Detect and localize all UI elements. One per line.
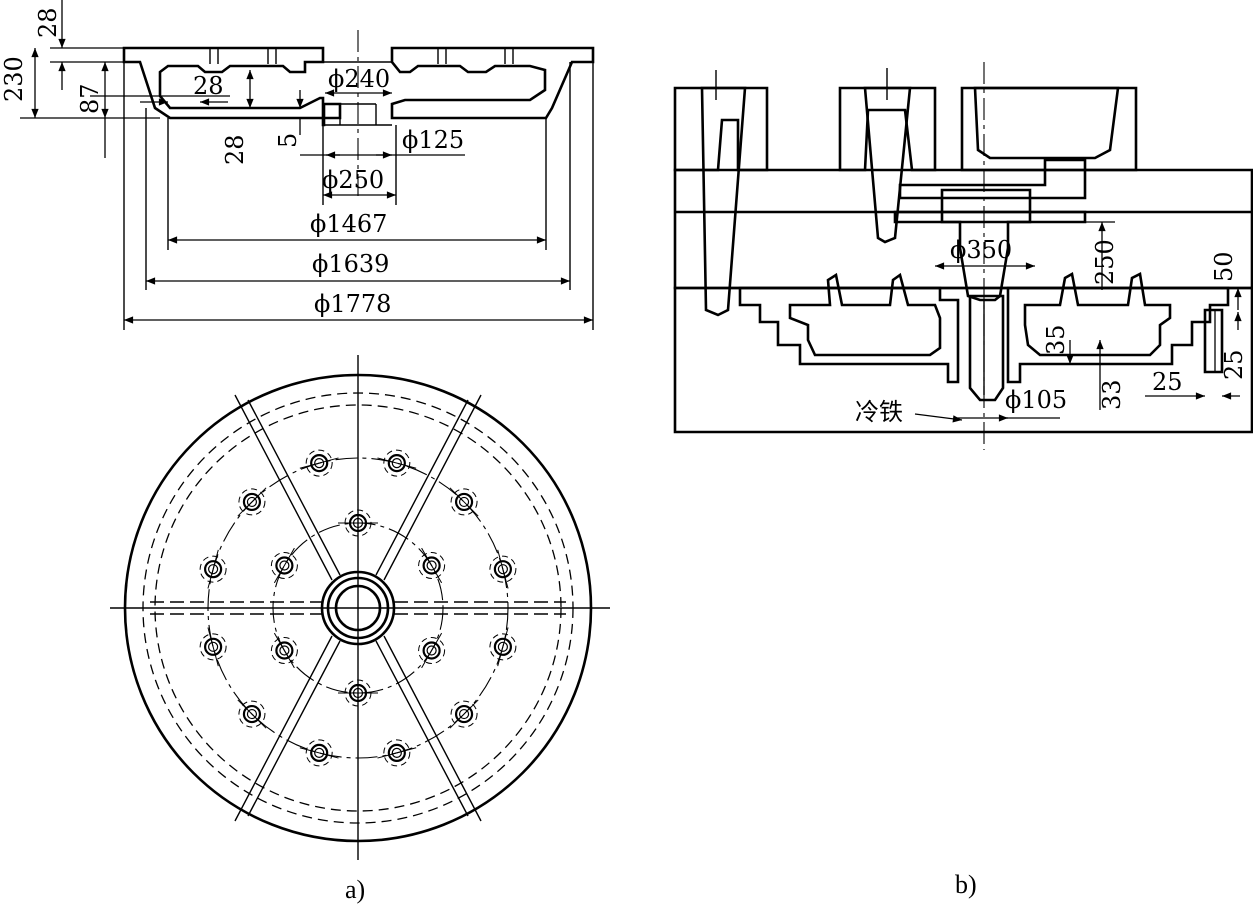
right-gate — [1203, 308, 1224, 374]
bolt-hole — [338, 679, 378, 707]
mould-cavity — [738, 286, 960, 384]
radial-ribs — [150, 394, 566, 822]
dim-phi250: ϕ250 — [322, 166, 384, 194]
central-core — [940, 188, 1032, 302]
casting-section-right — [390, 46, 595, 120]
dim-35: 35 — [1042, 324, 1070, 355]
dim-33: 33 — [1098, 379, 1126, 410]
pouring-cup-left — [673, 86, 769, 172]
casting-section-left — [122, 46, 342, 127]
mould-cavity-right — [1006, 286, 1230, 384]
top-bosses — [209, 48, 514, 64]
bolt-hole — [489, 627, 517, 667]
bolt-hole — [299, 739, 339, 767]
bolt-hole — [489, 549, 517, 589]
riser-cavity — [973, 86, 1120, 160]
dim-phi1639: ϕ1639 — [312, 250, 389, 278]
bolt-hole — [449, 699, 479, 729]
dim-230: 230 — [0, 56, 28, 102]
figure-b-mould: ϕ350 250 50 35 33 25 25 冷铁 ϕ105 — [673, 62, 1253, 450]
bolt-hole — [338, 509, 378, 537]
dim-phi1778: ϕ1778 — [314, 290, 391, 318]
inner-28-arrows — [140, 70, 304, 135]
core-right — [1023, 271, 1172, 357]
bolt-hole — [377, 739, 417, 767]
bolt-hole — [237, 487, 267, 517]
bolt-hole — [270, 547, 298, 584]
dim-25-horizontal: 25 — [1152, 368, 1183, 396]
caption-a: a) — [345, 875, 365, 904]
bolt-hole — [418, 547, 446, 584]
dim-phi1467: ϕ1467 — [310, 210, 387, 238]
dim-phi350: ϕ350 — [950, 236, 1012, 264]
bolt-hole — [418, 632, 446, 669]
bolt-hole — [299, 449, 339, 477]
bolt-hole — [237, 699, 267, 729]
dim-87: 87 — [76, 83, 104, 114]
dim-phi105: ϕ105 — [1005, 386, 1067, 414]
left-dimensions — [20, 0, 230, 158]
pouring-cup-mid — [838, 86, 937, 172]
dim-250: 250 — [1091, 239, 1119, 285]
dim-25-vertical: 25 — [1220, 349, 1248, 380]
dim-phi125: ϕ125 — [402, 126, 464, 154]
runner-bar — [893, 210, 1087, 224]
bolt-holes — [199, 449, 517, 767]
figure-a-section: 28 230 87 28 28 5 ϕ240 ϕ125 ϕ250 ϕ1467 ϕ… — [0, 0, 595, 330]
dim-28-inner: 28 — [193, 72, 224, 100]
sprue-mid — [863, 86, 912, 244]
label-chill: 冷铁 — [855, 398, 903, 426]
dim-5: 5 — [274, 133, 302, 148]
core-left — [788, 272, 942, 357]
caption-b: b) — [955, 870, 977, 899]
chill-pin — [968, 294, 1005, 402]
bolt-hole — [270, 632, 298, 669]
bolt-hole — [449, 487, 479, 517]
dim-28-top: 28 — [34, 7, 62, 38]
bolt-hole — [199, 627, 227, 667]
drag-sand — [673, 286, 1253, 434]
dim-phi240: ϕ240 — [328, 65, 390, 93]
bolt-hole — [377, 449, 417, 477]
runner — [898, 158, 1087, 200]
bolt-hole — [199, 549, 227, 589]
dim-28-bottom: 28 — [221, 134, 249, 165]
dim-50: 50 — [1210, 251, 1238, 282]
figure-a-plan — [110, 355, 610, 860]
sprue-left — [700, 86, 747, 317]
